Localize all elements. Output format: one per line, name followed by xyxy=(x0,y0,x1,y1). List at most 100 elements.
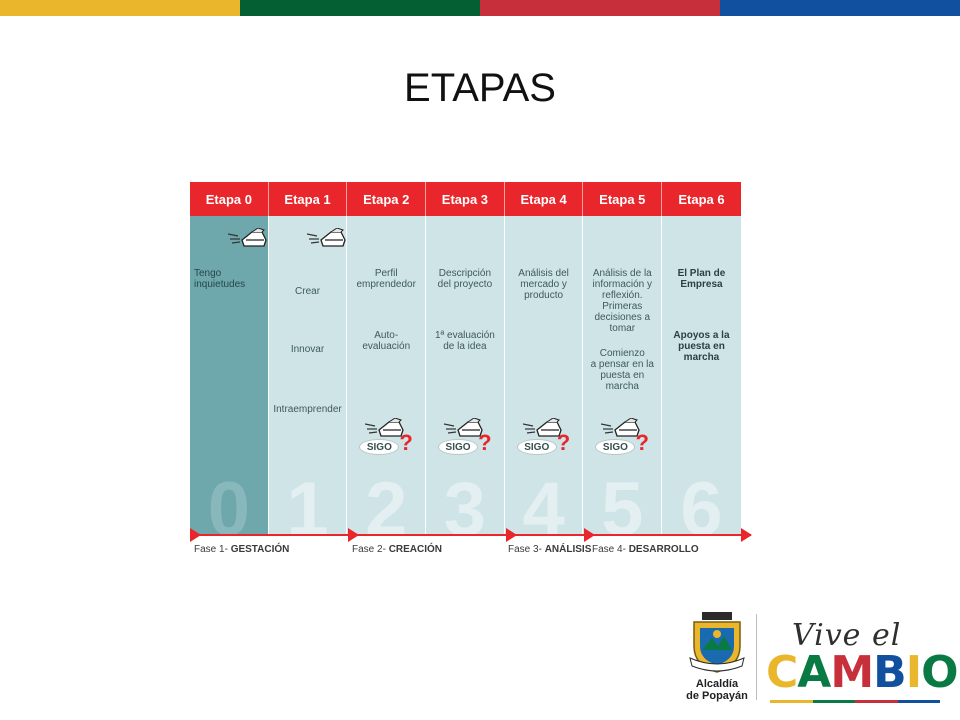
phase-name: GESTACIÓN xyxy=(230,544,290,555)
stage-6-text-1-line: Apoyos a la xyxy=(673,330,730,341)
phase-prefix: Fase 4- xyxy=(592,544,629,555)
phase-arrow-icon xyxy=(190,528,201,542)
stage-header-3: Etapa 3 xyxy=(426,182,505,216)
printer-icon xyxy=(228,228,267,247)
phase-arrow-icon xyxy=(741,528,752,542)
phase-label-3: Fase 3- ANÁLISIS xyxy=(508,544,591,555)
stage-0-text-0-line: inquietudes xyxy=(194,279,246,290)
phase-label-1: Fase 1- GESTACIÓN xyxy=(194,544,289,555)
phase-name: CREACIÓN xyxy=(388,544,443,555)
stage-5-text-0-line: tomar xyxy=(609,323,636,334)
alcaldia-label: Alcaldía de Popayán xyxy=(680,678,754,702)
stage-3-text-0-line: Descripción xyxy=(438,268,492,279)
sigo-label: SIGO xyxy=(438,439,479,455)
stage-header-0: Etapa 0 xyxy=(190,182,269,216)
popayan-coat-of-arms-icon xyxy=(689,612,745,673)
stage-5-text-1-line: puesta en xyxy=(600,370,645,381)
phase-prefix: Fase 3- xyxy=(508,544,545,555)
cambio-letter: I xyxy=(905,647,922,698)
top-bar-yellow xyxy=(0,0,240,16)
stage-number-0: 0 xyxy=(207,467,250,535)
phase-arrow-icon xyxy=(348,528,359,542)
stage-1-text-2: Intraemprender xyxy=(273,404,343,415)
sigo-printer-icon xyxy=(365,418,405,437)
stage-2-text-1-line: evaluación xyxy=(362,341,411,352)
stage-header-4: Etapa 4 xyxy=(505,182,584,216)
stage-number-6: 6 xyxy=(680,467,723,535)
stage-header-5: Etapa 5 xyxy=(583,182,663,216)
stage-6-text-1-line: puesta en xyxy=(678,341,725,352)
top-color-bar xyxy=(0,0,960,16)
vive-el-text: Vive el xyxy=(792,618,902,653)
alcaldia-line-1: Alcaldía xyxy=(695,678,739,690)
sigo-label: SIGO xyxy=(595,439,636,455)
sigo-label: SIGO xyxy=(359,439,400,455)
sigo-printer-icon xyxy=(601,418,641,437)
cambio-letter: O xyxy=(921,647,958,698)
stage-5-text-1-line: Comienzo xyxy=(599,348,645,359)
stage-3-text-0-line: del proyecto xyxy=(437,279,493,290)
stage-4-text-0-line: mercado y xyxy=(520,279,567,290)
phase-name: ANÁLISIS xyxy=(544,544,592,555)
sigo-label: SIGO xyxy=(516,439,557,455)
stage-5-text-0-line: reflexión. xyxy=(601,290,643,301)
cambio-letter: C xyxy=(766,647,798,698)
stage-number-2: 2 xyxy=(365,467,408,535)
stage-6-text-0-line: El Plan de xyxy=(677,268,726,279)
phase-arrow-icon xyxy=(506,528,517,542)
stage-1-text-0: Crear xyxy=(273,286,343,297)
stage-4-text-0-line: producto xyxy=(524,290,564,301)
phase-prefix: Fase 1- xyxy=(194,544,231,555)
stage-5-text-1-line: a pensar en la xyxy=(590,359,654,370)
stage-number-4: 4 xyxy=(522,467,565,535)
stage-6-text-0-line: Empresa xyxy=(680,279,723,290)
cambio-letter: A xyxy=(797,647,831,698)
stage-5-text-0-line: Primeras xyxy=(602,301,643,312)
stage-2-text-0-line: emprendedor xyxy=(356,279,416,290)
phase-label-4: Fase 4- DESARROLLO xyxy=(592,544,699,555)
sigo-decision-5: SIGO? xyxy=(591,418,649,458)
question-mark-icon: ? xyxy=(399,430,413,455)
stage-2-text-1-line: Auto- xyxy=(374,330,399,341)
logo-divider xyxy=(756,614,757,700)
stage-5-text-0-line: información y xyxy=(592,279,653,290)
stage-number-5: 5 xyxy=(601,467,644,535)
stage-header-2: Etapa 2 xyxy=(347,182,427,216)
footer-logos: Alcaldía de Popayán Vive el CAMBIO xyxy=(680,608,958,716)
top-bar-green xyxy=(240,0,480,16)
cambio-wordmark: CAMBIO xyxy=(766,647,958,698)
stage-number-1: 1 xyxy=(286,467,329,535)
stage-5-text-0-line: decisiones a xyxy=(594,312,651,323)
cambio-letter: M xyxy=(830,647,874,698)
stage-4-text-0-line: Análisis del xyxy=(518,268,569,279)
top-bar-blue xyxy=(720,0,960,16)
stage-2-text-1: Auto-evaluación xyxy=(351,330,421,352)
stage-1-text-1-line: Innovar xyxy=(290,344,325,355)
sigo-decision-4: SIGO? xyxy=(513,418,571,458)
stage-header-6: Etapa 6 xyxy=(678,191,725,207)
top-bar-red xyxy=(480,0,720,16)
question-mark-icon: ? xyxy=(556,430,571,455)
stage-0-text-0-line: Tengo xyxy=(194,268,222,279)
stage-2-text-0-line: Perfil xyxy=(374,268,398,279)
phase-label-2: Fase 2- CREACIÓN xyxy=(352,544,442,555)
phase-name: DESARROLLO xyxy=(628,544,699,555)
phase-timeline-line xyxy=(190,534,751,536)
